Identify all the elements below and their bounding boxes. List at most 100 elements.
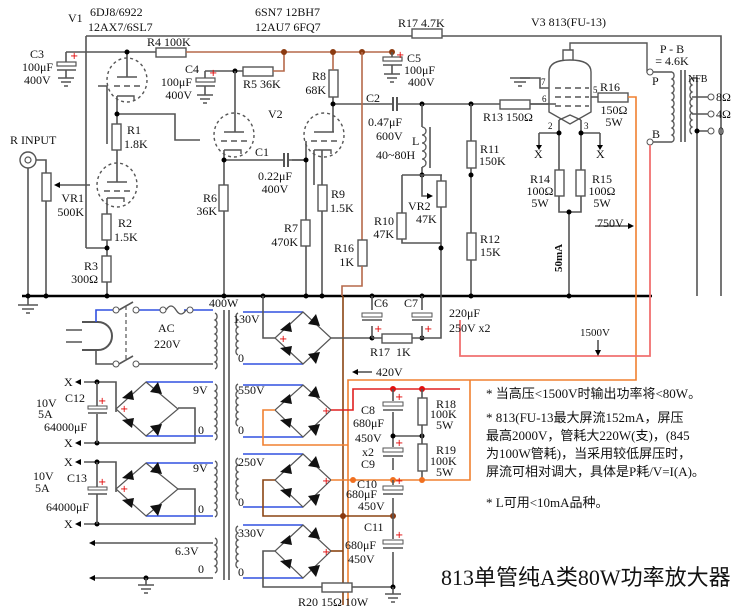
c10-c11-capacitors: ++: [382, 476, 404, 549]
v1-tube-upper: [98, 52, 148, 144]
r3-value: 300Ω: [71, 272, 98, 286]
r16b-ref: R16: [600, 80, 621, 94]
note-1: * 当高压<1500V时输出功率将<80W。: [486, 386, 702, 401]
r20-body: [321, 582, 353, 593]
r2-ref: R2: [118, 216, 133, 230]
r15-value: 100Ω: [588, 184, 616, 198]
c4-voltage: 400V: [165, 88, 192, 102]
r13-body: [499, 99, 531, 110]
winding-130v-zero: 0: [238, 351, 244, 365]
ptx-power: 400W: [209, 296, 239, 310]
r6-value: 36K: [196, 204, 217, 218]
svg-text:+: +: [98, 396, 106, 407]
vr1-ref: VR1: [61, 191, 84, 205]
svg-text:+: +: [98, 477, 106, 488]
r16a-value: 1K: [339, 255, 354, 269]
c11-voltage: 450V: [348, 552, 375, 566]
c6-c7-capacitors: ++: [361, 312, 433, 335]
winding-250v: 250V: [238, 455, 265, 469]
v2-types-line1: 6SN7 12BH7: [255, 5, 321, 19]
r4-label: R4 100K: [147, 35, 191, 49]
r2-body: [101, 213, 112, 241]
voltage-1500: 1500V: [580, 327, 610, 339]
v3-ref: V3 813(FU-13): [531, 15, 606, 29]
c3-ref: C3: [30, 47, 45, 61]
c8-c9-x2: x2: [362, 445, 374, 459]
c10-ref: C10: [357, 477, 378, 491]
r7-ref: R7: [283, 221, 298, 235]
v2-types-line2: 12AU7 6FQ7: [255, 20, 321, 34]
winding-9v-1-zero: 0: [198, 423, 204, 437]
x-left: X: [534, 147, 543, 161]
c13-value: 64000μF: [46, 500, 90, 514]
r17-1k-body: [381, 333, 413, 344]
c11-value: 680μF: [345, 538, 377, 552]
power-transformer: [213, 310, 240, 580]
v3-pin-7: 7: [541, 77, 546, 87]
c8-c9-capacitors: ++: [382, 392, 404, 457]
r14-power: 5W: [531, 196, 549, 210]
ot-impedance: = 4.6K: [655, 54, 689, 68]
r1-body: [111, 123, 122, 151]
r6-ref: R6: [202, 191, 217, 205]
svg-text:+: +: [395, 530, 403, 541]
output-transformer: [646, 68, 715, 296]
x-right: X: [596, 147, 605, 161]
r8-body: [328, 69, 339, 98]
bridge-130v: +: [243, 296, 372, 365]
r17b-label: R17 1K: [370, 345, 411, 359]
winding-6v3-zero: 0: [198, 562, 204, 576]
svg-text:+: +: [120, 404, 128, 415]
r9-value: 1.5K: [330, 201, 354, 215]
svg-text:+: +: [120, 484, 128, 495]
bridge-330v: +: [243, 524, 393, 588]
c4-value: 100μF: [160, 75, 192, 89]
c13-current: 5A: [35, 481, 50, 495]
vr1-value: 500K: [57, 205, 84, 219]
v1-tube-lower: [96, 160, 138, 220]
current-50ma: 50mA: [553, 243, 565, 272]
v3-813-tube: [510, 42, 650, 170]
c13-x-top: X: [64, 455, 73, 469]
c2-value: 0.47μF: [368, 115, 403, 129]
c2-voltage: 600V: [376, 129, 403, 143]
v1-types-line1: 6DJ8/6922: [90, 5, 143, 19]
r9-ref: R9: [331, 187, 346, 201]
c8-ref: C8: [361, 403, 376, 417]
voltage-750: 750V: [597, 216, 624, 230]
ot-tap-8: 8Ω: [716, 90, 731, 104]
choke-ref: L: [412, 134, 420, 148]
winding-130v: 130V: [233, 312, 260, 326]
c5-value: 100μF: [404, 63, 436, 77]
r10-body: [396, 212, 407, 240]
c1-value: 0.22μF: [257, 169, 293, 183]
r5-body: [242, 66, 274, 77]
r8-ref: R8: [311, 69, 326, 83]
winding-550v-zero: 0: [238, 423, 244, 437]
c5-voltage: 400V: [408, 75, 435, 89]
svg-text:+: +: [209, 68, 217, 79]
bridge-550v: +: [243, 384, 460, 446]
choke-l: [421, 104, 431, 175]
svg-text:+: +: [395, 392, 403, 403]
r11-body: [466, 140, 477, 169]
r12-ref: R12: [480, 232, 501, 246]
voltage-420: 420V: [376, 365, 403, 379]
ot-tap-4: 4Ω: [716, 107, 731, 121]
r16a-ref: R16: [333, 241, 354, 255]
r19-ref: R19: [436, 443, 457, 457]
r19-value: 100K: [430, 454, 457, 468]
winding-9v-2: 9V: [193, 461, 208, 475]
ot-p: P: [652, 74, 659, 88]
v3-pin-5: 5: [593, 85, 598, 95]
r1-value: 1.8K: [124, 137, 148, 151]
vr2-value: 47K: [416, 212, 437, 226]
input-label: R INPUT: [10, 133, 57, 147]
v1-ref: V1: [68, 11, 83, 25]
svg-text:+: +: [395, 476, 403, 487]
c12-value: 64000μF: [44, 420, 88, 434]
note-5: 屏流可相对调大，具体是P耗/V=I(A)。: [486, 464, 705, 479]
svg-text:+: +: [395, 438, 403, 449]
svg-text:+: +: [70, 51, 78, 62]
